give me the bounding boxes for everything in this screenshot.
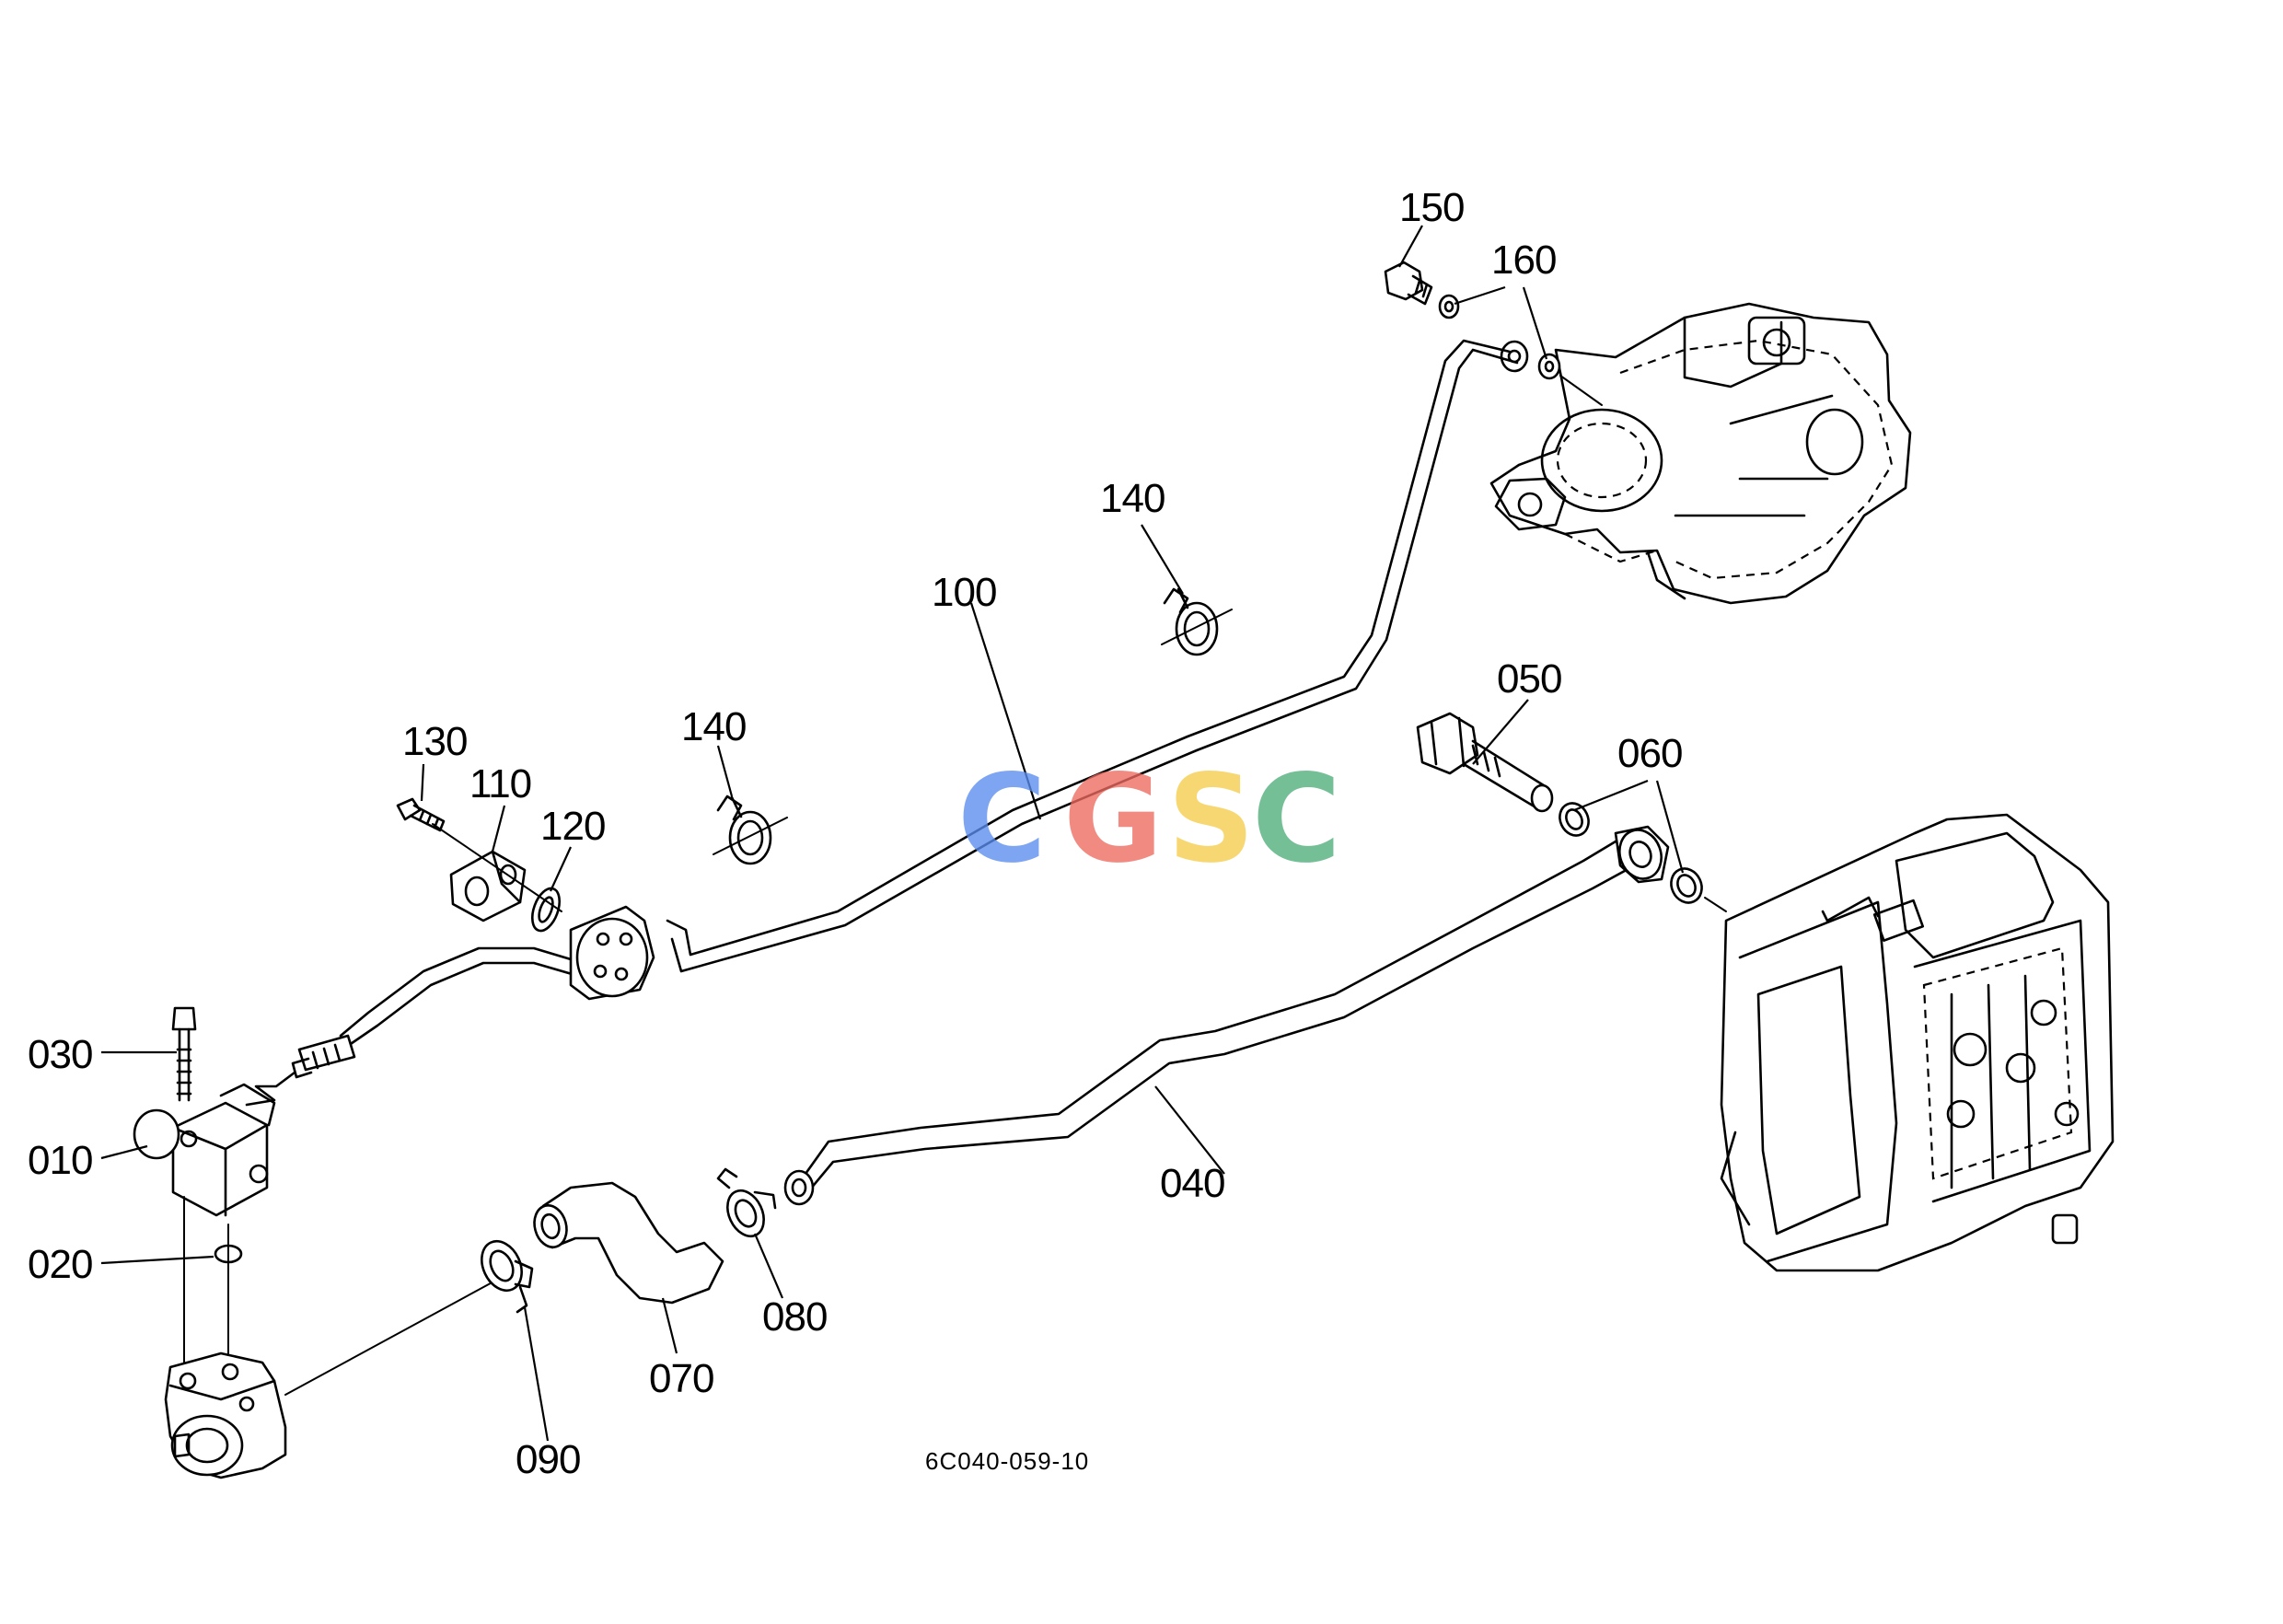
suction-hose-070 xyxy=(533,1181,724,1305)
callout-070: 070 xyxy=(649,1356,713,1401)
callout-040: 040 xyxy=(1160,1161,1224,1206)
watermark-letter-c1: C xyxy=(957,748,1047,890)
banjo-bolt-050 xyxy=(1416,712,1554,813)
watermark-logo: C G S C xyxy=(957,748,1341,890)
pipe-clamp-plate xyxy=(569,905,655,1001)
callout-060: 060 xyxy=(1617,731,1682,776)
assembly-axis-lines xyxy=(183,1196,229,1373)
drawing-code: 6C040-059-10 xyxy=(925,1447,1089,1475)
callout-020: 020 xyxy=(28,1242,92,1287)
clamp-bolt-130 xyxy=(396,797,446,832)
transmission-case-housing xyxy=(1720,813,2115,1272)
delivery-pipe-100 xyxy=(339,339,1529,1050)
callout-080: 080 xyxy=(762,1294,827,1340)
callout-090: 090 xyxy=(516,1437,580,1482)
callout-labels: 150 160 140 100 050 060 140 130 110 120 … xyxy=(28,185,1683,1482)
callout-160: 160 xyxy=(1491,238,1556,283)
callout-140-lower: 140 xyxy=(681,704,746,749)
leader-lines xyxy=(100,225,1685,1442)
callout-110: 110 xyxy=(469,761,531,806)
callout-050: 050 xyxy=(1497,656,1561,702)
pump-axis-line xyxy=(284,1279,498,1396)
callout-150: 150 xyxy=(1399,185,1464,230)
clamp-axis-line xyxy=(432,823,562,912)
hydraulic-case-housing xyxy=(1489,302,1912,605)
suction-pipe-040 xyxy=(783,825,1670,1206)
callout-100: 100 xyxy=(932,570,996,615)
callout-130: 130 xyxy=(402,719,467,764)
clamp-washer-120 xyxy=(530,887,562,933)
hose-clamp-090 xyxy=(481,1239,534,1314)
banjo-bolt-150-assembly xyxy=(1384,261,1603,406)
callout-030: 030 xyxy=(28,1032,92,1077)
pipe-clip-140-lower xyxy=(713,795,788,865)
callout-010: 010 xyxy=(28,1138,92,1183)
bolt-030 xyxy=(171,1006,197,1102)
callout-140-upper: 140 xyxy=(1100,476,1165,521)
pipe-clip-140-upper xyxy=(1161,587,1233,656)
o-rings-060 xyxy=(1559,802,1727,912)
watermark-letter-s: S xyxy=(1167,748,1255,890)
callout-120: 120 xyxy=(540,804,605,849)
watermark-letter-c2: C xyxy=(1252,748,1341,890)
joint-block-010 xyxy=(133,1083,276,1217)
watermark-letter-g: G xyxy=(1063,748,1163,890)
pipe-100-end-fitting xyxy=(245,1034,356,1107)
hydraulic-pump xyxy=(164,1351,287,1479)
hose-clamp-080 xyxy=(716,1167,777,1238)
